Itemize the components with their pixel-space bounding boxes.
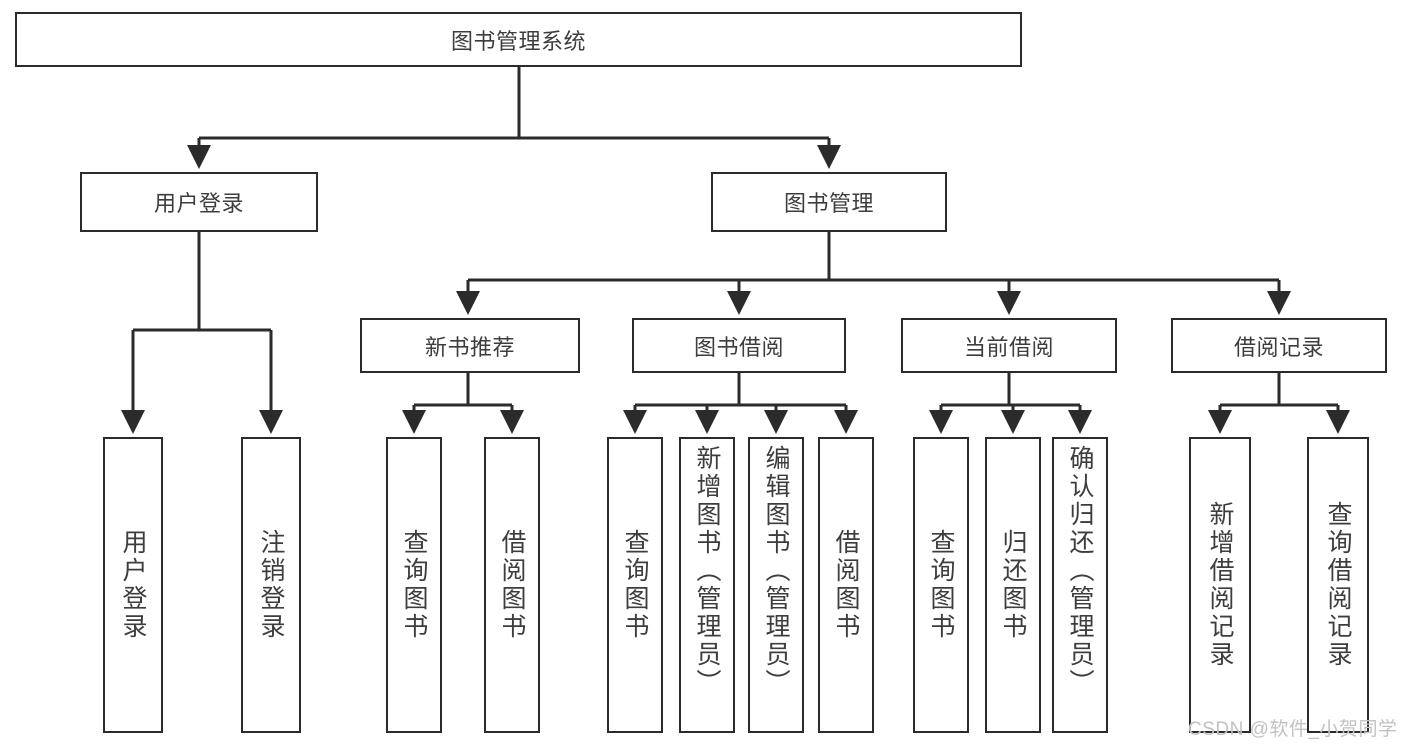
node-leaf-user-login-label: 用户登录 bbox=[119, 529, 147, 641]
node-leaf-confirm-return[interactable]: 确认归还（管理员） bbox=[1052, 437, 1108, 733]
node-leaf-query-book-1[interactable]: 查询图书 bbox=[386, 437, 442, 733]
node-root[interactable]: 图书管理系统 bbox=[15, 12, 1022, 67]
node-new-book-rec[interactable]: 新书推荐 bbox=[360, 318, 580, 373]
csdn-watermark: CSDN @软件_小贺同学 bbox=[1188, 719, 1398, 740]
node-leaf-add-record-label: 新增借阅记录 bbox=[1206, 501, 1234, 669]
node-leaf-borrow-book-1[interactable]: 借阅图书 bbox=[484, 437, 540, 733]
node-current-borrow-label: 当前借阅 bbox=[963, 334, 1054, 360]
node-leaf-edit-book[interactable]: 编辑图书（管理员） bbox=[748, 437, 804, 733]
node-leaf-confirm-return-label: 确认归还（管理员） bbox=[1066, 445, 1094, 697]
node-leaf-add-record[interactable]: 新增借阅记录 bbox=[1189, 437, 1251, 733]
node-leaf-query-record[interactable]: 查询借阅记录 bbox=[1307, 437, 1369, 733]
node-leaf-user-login[interactable]: 用户登录 bbox=[103, 437, 163, 733]
node-book-borrow[interactable]: 图书借阅 bbox=[632, 318, 846, 373]
node-leaf-query-book-1-label: 查询图书 bbox=[400, 529, 428, 641]
node-leaf-add-book-label: 新增图书（管理员） bbox=[693, 445, 721, 697]
node-leaf-edit-book-label: 编辑图书（管理员） bbox=[762, 445, 790, 697]
node-borrow-record[interactable]: 借阅记录 bbox=[1171, 318, 1387, 373]
node-user-login-label: 用户登录 bbox=[153, 191, 244, 216]
node-leaf-borrow-book-1-label: 借阅图书 bbox=[498, 529, 526, 641]
node-root-label: 图书管理系统 bbox=[450, 28, 586, 54]
node-leaf-query-book-3[interactable]: 查询图书 bbox=[913, 437, 969, 733]
node-book-manage[interactable]: 图书管理 bbox=[711, 172, 947, 232]
node-leaf-query-book-2-label: 查询图书 bbox=[621, 529, 649, 641]
node-book-borrow-label: 图书借阅 bbox=[693, 334, 784, 360]
node-borrow-record-label: 借阅记录 bbox=[1233, 334, 1324, 360]
node-leaf-logout[interactable]: 注销登录 bbox=[241, 437, 301, 733]
node-leaf-return-book-label: 归还图书 bbox=[999, 529, 1027, 641]
node-new-book-rec-label: 新书推荐 bbox=[424, 334, 515, 360]
node-leaf-query-record-label: 查询借阅记录 bbox=[1324, 501, 1352, 669]
node-leaf-query-book-3-label: 查询图书 bbox=[927, 529, 955, 641]
node-leaf-borrow-book-2-label: 借阅图书 bbox=[832, 529, 860, 641]
node-leaf-query-book-2[interactable]: 查询图书 bbox=[607, 437, 663, 733]
node-current-borrow[interactable]: 当前借阅 bbox=[901, 318, 1117, 373]
node-leaf-add-book[interactable]: 新增图书（管理员） bbox=[679, 437, 735, 733]
node-leaf-borrow-book-2[interactable]: 借阅图书 bbox=[818, 437, 874, 733]
node-user-login[interactable]: 用户登录 bbox=[80, 172, 318, 232]
node-leaf-logout-label: 注销登录 bbox=[257, 529, 285, 641]
node-book-manage-label: 图书管理 bbox=[783, 191, 874, 216]
node-leaf-return-book[interactable]: 归还图书 bbox=[985, 437, 1041, 733]
